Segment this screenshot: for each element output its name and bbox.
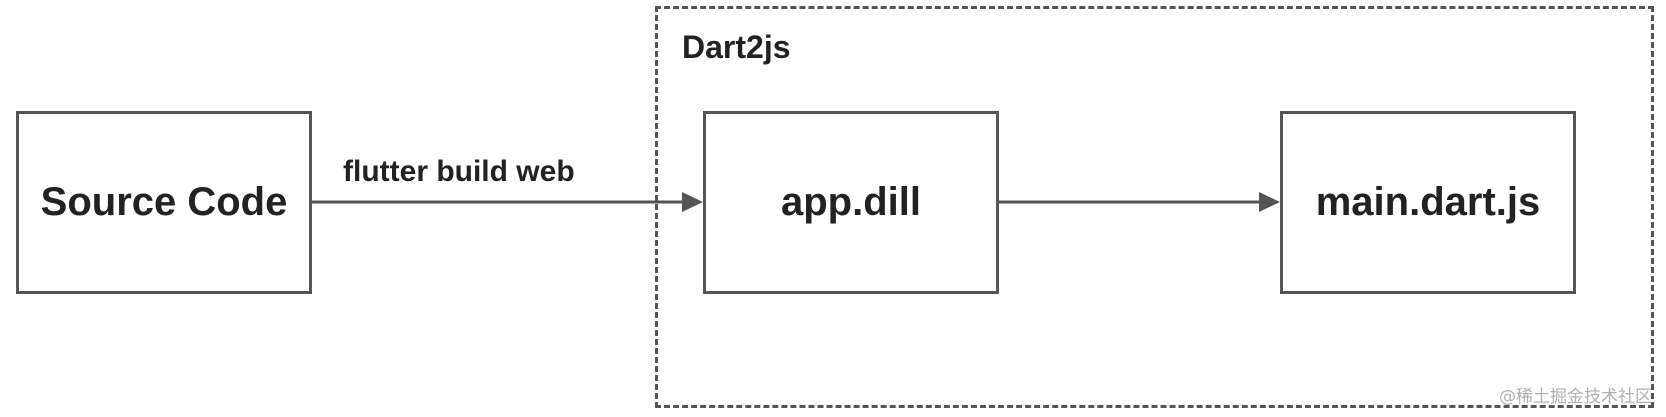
node-source-code-label: Source Code — [40, 180, 288, 224]
dart2js-group: Dart2js — [655, 6, 1654, 408]
arrowhead-source-to-dill — [682, 192, 703, 212]
node-app-dill: app.dill — [703, 111, 999, 294]
arrowhead-dill-to-main — [1259, 192, 1280, 212]
edge-label-flutter-build-web: flutter build web — [343, 155, 575, 188]
node-main-dart-js: main.dart.js — [1280, 111, 1576, 294]
node-app-dill-label: app.dill — [781, 180, 921, 224]
group-title: Dart2js — [682, 29, 791, 65]
node-source-code: Source Code — [16, 111, 312, 294]
watermark: @稀土掘金技术社区 — [1499, 387, 1652, 407]
node-main-dart-js-label: main.dart.js — [1315, 180, 1541, 224]
